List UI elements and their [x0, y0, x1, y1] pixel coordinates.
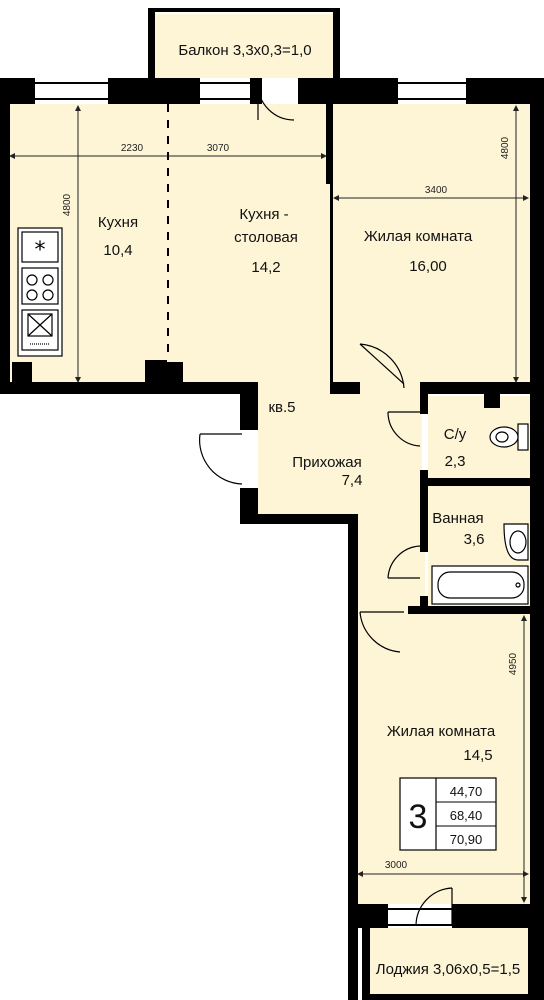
dim-room1-depth: 4800 [500, 136, 511, 159]
balcony-floor [155, 14, 333, 78]
apartment-summary: 3 44,70 68,40 70,90 [399, 777, 497, 851]
stove-icon [21, 267, 59, 305]
walls [0, 8, 544, 1000]
room1-door [359, 343, 405, 389]
bathroom-label: Ванная [432, 510, 483, 527]
dim-dining-width: 3070 [207, 143, 230, 154]
bathroom-area: 3,6 [464, 531, 485, 548]
living-room-1-label: Жилая комната [364, 228, 473, 245]
bathroom-door [387, 545, 421, 579]
kitchen-dining-label-line1: Кухня - [239, 206, 288, 223]
loggia-floor [370, 928, 528, 994]
dim-kitchen-width: 2230 [121, 143, 144, 154]
living-room-2-area: 14,5 [463, 747, 492, 764]
living-room-2-label: Жилая комната [387, 723, 496, 740]
doors [198, 83, 453, 927]
hallway-label: Прихожая [292, 454, 362, 471]
kitchen-dining-label-line2: столовая [234, 229, 298, 246]
fridge-snowflake-icon: * [35, 238, 46, 263]
hallway-lower-floor [355, 516, 425, 616]
dimension-lines [9, 105, 529, 903]
kitchen-counter [17, 227, 63, 357]
balcony-door [257, 83, 295, 121]
loggia-label: Лоджия 3,06х0,5=1,5 [376, 961, 520, 978]
balcony-label: Балкон 3,3х0,3=1,0 [178, 42, 311, 59]
sanitary-fixtures [431, 423, 529, 605]
total-area-value: 68,40 [450, 808, 483, 823]
kitchen-dining-area: 14,2 [251, 259, 280, 276]
living-room-1-floor [332, 104, 530, 386]
total-area-with-balcony-value: 70,90 [450, 832, 483, 847]
hallway-floor [258, 382, 422, 520]
dim-room2-width: 3000 [385, 860, 408, 871]
toilet-area: 2,3 [445, 453, 466, 470]
hallway-area: 7,4 [342, 472, 363, 489]
living-area-value: 44,70 [450, 784, 483, 799]
sink-icon [21, 309, 59, 351]
loggia-door [415, 887, 453, 927]
living-room-1-area: 16,00 [409, 258, 447, 275]
toilet-door [387, 411, 421, 447]
rooms-count: 3 [409, 798, 428, 836]
floor-areas [10, 14, 532, 994]
kitchen-label: Кухня [98, 214, 138, 231]
apartment-label: кв.5 [268, 399, 295, 416]
toilet-label: С/у [444, 426, 467, 443]
kitchen-fixtures: * [17, 227, 63, 357]
room2-door [359, 611, 404, 653]
toilet-tank-icon [517, 423, 529, 451]
dim-room1-width: 3400 [425, 185, 448, 196]
kitchen-area: 10,4 [103, 242, 132, 259]
dim-kitchen-depth: 4800 [62, 193, 73, 216]
kitchen-floor [10, 104, 330, 382]
living-room-2-floor [356, 614, 530, 904]
dim-room2-depth: 4950 [508, 652, 519, 675]
entrance-door [198, 433, 243, 485]
fridge-icon [21, 231, 59, 263]
